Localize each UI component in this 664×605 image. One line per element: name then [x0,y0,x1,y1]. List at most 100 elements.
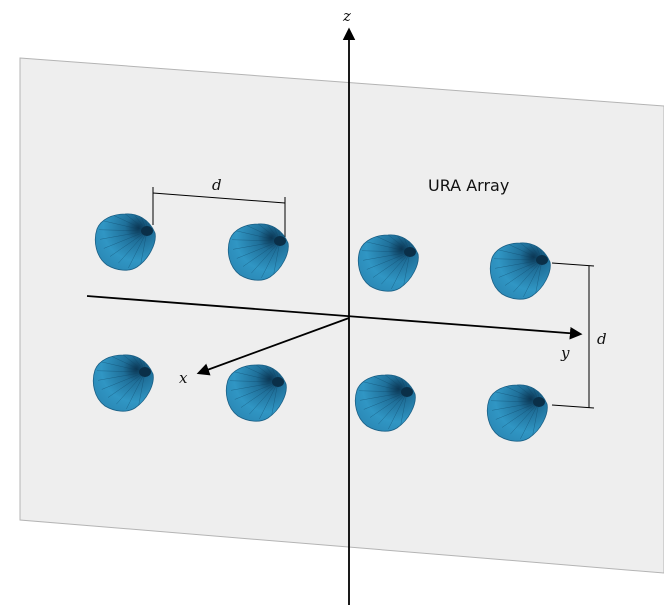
element-rib [523,259,543,297]
element-rib [541,242,550,261]
y-axis [86,295,583,340]
element-rib [261,364,279,383]
element-rib [144,354,154,373]
element-rib [409,234,419,253]
element-rib [126,371,146,409]
element-rib [233,229,281,242]
element-rib [263,223,281,242]
horizontal-spacing-line [152,192,286,204]
element-rib [279,223,288,242]
element-rib [525,242,543,261]
antenna-element [489,242,551,300]
element-rib [128,230,148,268]
element-rib [111,213,148,232]
antenna-element [92,354,154,412]
element-rib [109,230,148,257]
element-rib [491,400,540,403]
element-rib [506,242,543,261]
element-rib [495,248,543,261]
element-rib [362,250,411,253]
element-rib [510,401,540,435]
element-rib [406,374,415,393]
element-rib [381,251,411,285]
element-rib [369,391,408,418]
element-rib [371,374,408,393]
element-rib [520,401,540,439]
element-rib [259,381,279,419]
element-apex [272,377,284,387]
element-rib [541,242,551,261]
x-axis-label: x [179,369,188,387]
antenna-element [354,374,416,432]
element-rib [234,381,279,400]
z-axis-label: z [342,7,351,25]
element-rib [359,390,408,393]
element-rib [261,240,281,278]
element-rib [531,401,540,442]
element-rib [140,354,146,373]
element-rib [366,251,411,270]
antenna-element [225,364,287,422]
horizontal-spacing-label: d [212,176,222,194]
element-rib [107,371,146,398]
element-rib [390,374,408,393]
element-rib [116,371,146,405]
element-rib [272,240,281,281]
element-rib [273,364,279,383]
element-apex [533,397,545,407]
element-rib [142,213,148,232]
element-rib [277,364,287,383]
element-rib [137,371,146,412]
antenna-element [486,384,548,442]
element-rib [492,390,540,403]
element-apex [404,247,416,257]
antenna-element [357,234,419,292]
element-rib [98,360,146,373]
element-rib [504,259,543,286]
element-rib [495,259,543,269]
element-rib [242,364,279,383]
antenna-elements [92,213,551,442]
element-rib [503,384,540,403]
element-rib [233,240,281,250]
element-rib [405,234,411,253]
element-rib [538,384,548,403]
element-rib [139,230,148,271]
vertical-spacing-label: d [597,330,607,348]
element-rib [501,401,540,428]
element-rib [231,381,279,391]
element-apex [274,236,286,246]
element-rib [97,370,146,373]
element-rib [409,234,418,253]
element-rib [402,374,408,393]
element-rib [360,380,408,393]
element-rib [130,213,148,232]
element-rib [99,229,148,232]
element-rib [251,240,281,274]
vertical-spacing-top-tick [551,262,595,267]
element-rib [101,371,146,390]
element-rib [363,240,411,253]
element-rib [232,239,281,242]
element-rib [100,230,148,240]
element-rib [242,240,281,267]
element-rib [275,223,281,242]
element-rib [537,242,543,261]
element-rib [388,391,408,429]
element-rib [492,401,540,411]
element-rib [103,230,148,249]
element-rib [109,354,146,373]
element-rib [146,213,156,232]
element-rib [360,391,408,401]
element-rib [406,374,416,393]
element-rib [146,213,155,232]
element-rib [534,259,543,300]
element-rib [240,381,279,408]
element-rib [231,370,279,383]
element-apex [401,387,413,397]
element-rib [393,234,411,253]
element-rib [495,401,540,420]
element-apex [139,367,151,377]
element-rib [534,384,540,403]
